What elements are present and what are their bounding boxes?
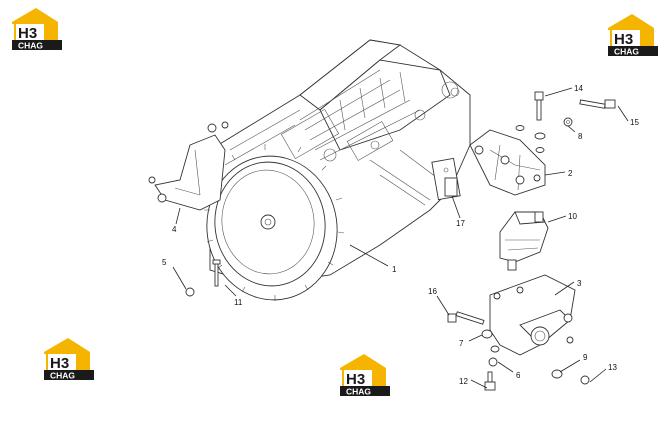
brand-logo: H3 CHAG	[40, 336, 102, 382]
left-mounting-bracket	[148, 121, 229, 211]
callout-17: 17	[456, 219, 465, 228]
callout-5: 5	[162, 258, 167, 267]
callout-3: 3	[577, 279, 582, 288]
rubber-mount	[499, 211, 549, 271]
callout-15: 15	[630, 118, 639, 127]
callout-11: 11	[234, 298, 243, 307]
callout-12: 12	[459, 377, 468, 386]
callout-2: 2	[568, 169, 573, 178]
brand-logo: H3 CHAG	[336, 352, 398, 398]
fasteners	[185, 91, 616, 391]
callout-8: 8	[578, 132, 583, 141]
bell-housing	[204, 144, 345, 301]
logo-mark: H3	[346, 371, 365, 388]
brand-logo: H3 CHAG	[8, 6, 70, 52]
logo-mark: H3	[18, 25, 37, 42]
callout-6: 6	[516, 371, 521, 380]
logo-text: CHAG	[346, 387, 371, 397]
lower-bracket	[489, 274, 576, 356]
callout-1: 1	[392, 265, 397, 274]
callout-16: 16	[428, 287, 437, 296]
logo-text: CHAG	[18, 41, 43, 51]
rear-upper-mount	[469, 129, 546, 196]
leader-lines	[172, 87, 629, 389]
callout-7: 7	[459, 339, 464, 348]
callout-labels: 1 2 3 4 5 6 7 8 9 10 11 12 13 14 15 16 1…	[162, 84, 639, 386]
logo-text: CHAG	[50, 371, 75, 381]
brand-logo: H3 CHAG	[604, 12, 666, 58]
callout-13: 13	[608, 363, 617, 372]
callout-4: 4	[172, 225, 177, 234]
callout-9: 9	[583, 353, 588, 362]
callout-14: 14	[574, 84, 583, 93]
logo-mark: H3	[614, 31, 633, 48]
logo-text: CHAG	[614, 47, 639, 57]
logo-mark: H3	[50, 355, 69, 372]
callout-10: 10	[568, 212, 577, 221]
